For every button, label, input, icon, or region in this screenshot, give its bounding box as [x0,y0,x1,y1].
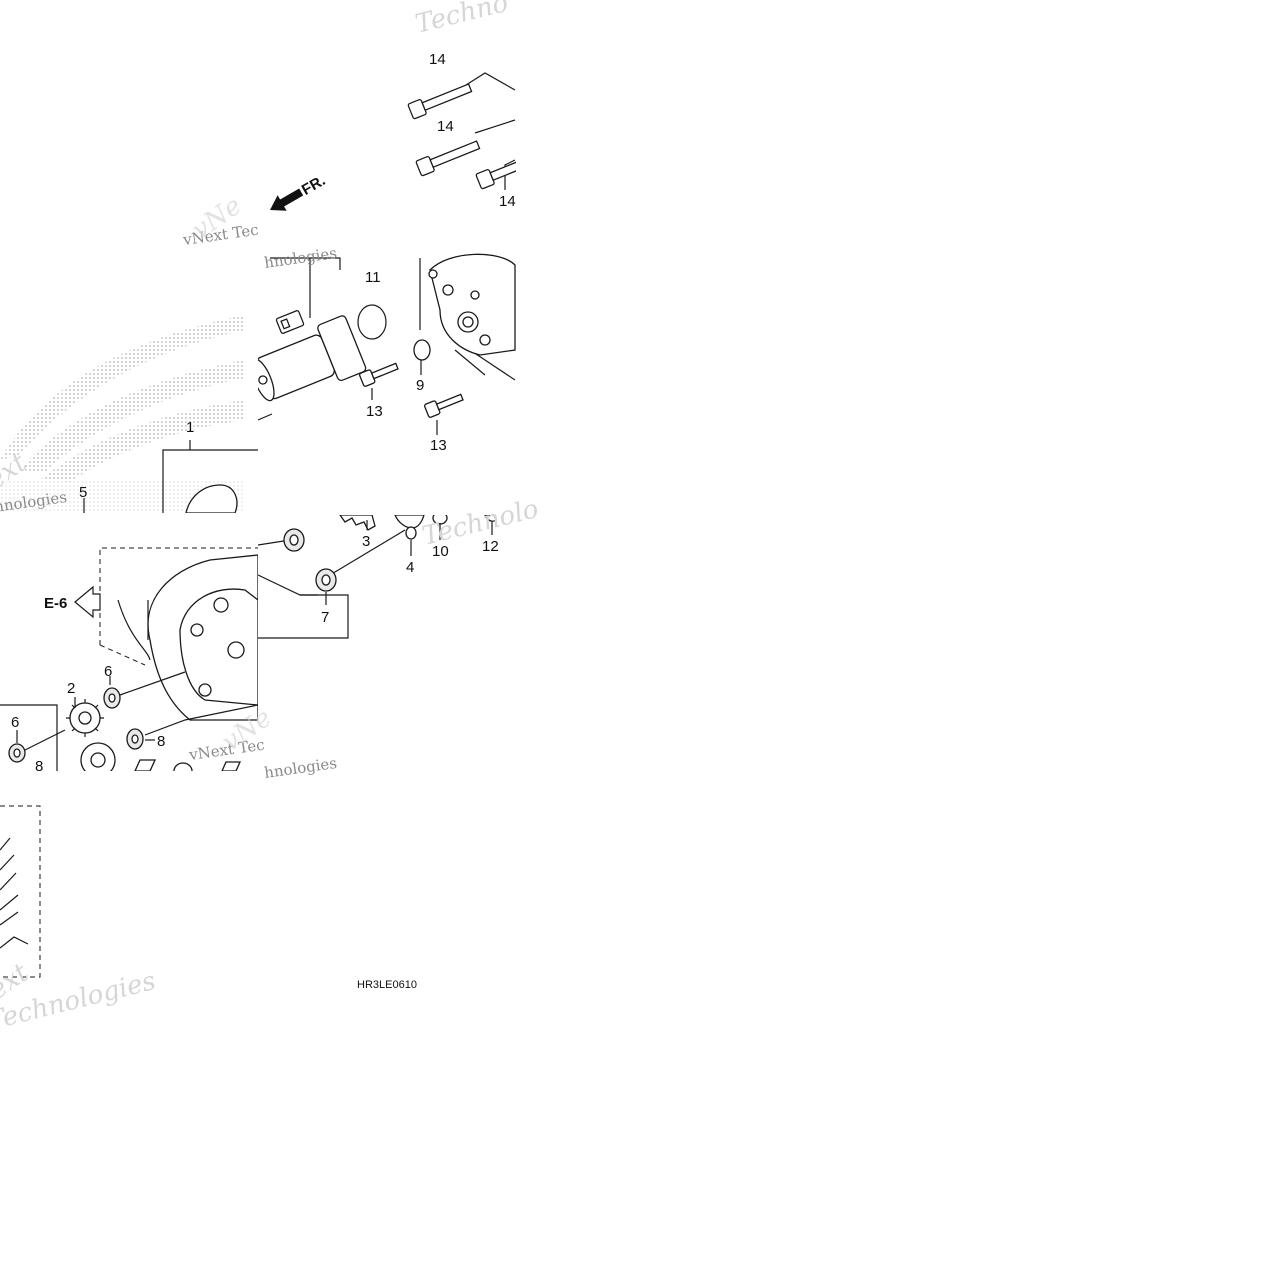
bolt-icon [358,362,399,387]
callout-8-b: 8 [35,758,43,775]
bolt-icon [407,83,473,120]
callout-6-b: 6 [11,714,19,731]
reference-label: E-6 [44,595,67,612]
watermark-brand-2: hnologies [263,244,338,272]
transmission-case [117,554,258,721]
watermark-fragment: Techno [412,0,511,40]
callout-12: 12 [482,538,499,555]
callout-14-b: 14 [437,118,454,135]
callout-3: 3 [362,533,370,550]
callout-11: 11 [365,269,381,286]
left-upper-block [83,440,258,513]
bolt-icon [475,160,516,190]
watermark-brand-2: hnologies [263,754,338,782]
diagram-code: HR3LE0610 [357,979,417,991]
o-ring-icon [357,304,387,340]
motor-assembly [258,253,516,435]
callout-14-c: 14 [499,193,516,210]
callout-14-a: 14 [429,51,446,68]
callout-6-a: 6 [104,663,112,680]
washer-icon [413,339,431,361]
callout-9: 9 [416,377,424,394]
callout-13-a: 13 [366,403,383,420]
gear-icon [80,742,116,771]
gear-icon [66,699,104,737]
front-direction-arrow: FR. [270,172,328,211]
callout-8-a: 8 [157,733,165,750]
gear-case-housing [428,253,516,356]
gear-icon [339,515,376,531]
front-marker-label: FR. [299,172,328,199]
middle-strip [258,515,497,639]
callout-1: 1 [186,419,194,436]
callout-10: 10 [432,543,449,560]
bolt-group-14 [407,72,516,190]
callout-2: 2 [67,680,75,697]
callout-5: 5 [79,484,87,501]
callout-7: 7 [321,609,329,626]
bolt-icon [423,393,464,418]
motor-connector [275,310,305,334]
left-lower-block: E-6 [0,547,258,771]
motor-body [258,315,367,402]
watermark-fragment: Technolo [419,494,541,552]
bolt-icon [415,140,481,177]
part-callouts: 14 14 14 11 9 13 13 1 5 3 4 10 12 7 2 6 … [11,51,516,775]
reference-arrow-icon [74,585,101,619]
honda-wing-logo [0,315,245,513]
callout-13-b: 13 [430,437,447,454]
callout-4: 4 [406,559,414,576]
lower-left-frame [0,805,41,978]
